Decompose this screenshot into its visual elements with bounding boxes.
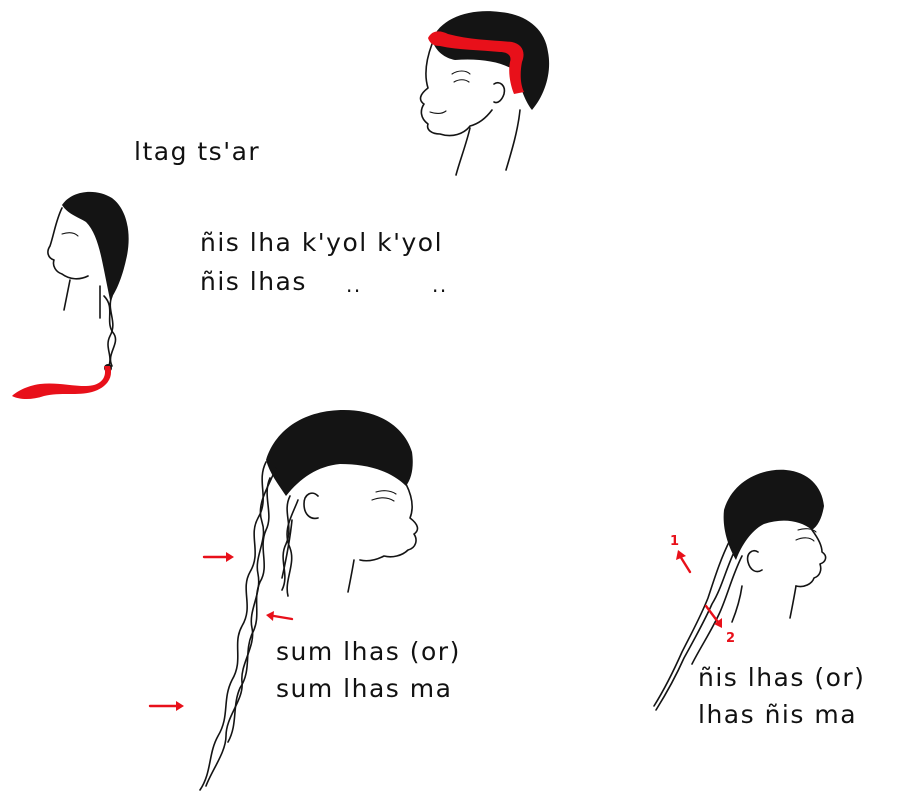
red-arrow-icon: 1 xyxy=(670,534,690,572)
svg-text:1: 1 xyxy=(670,534,679,549)
svg-text:2: 2 xyxy=(726,631,735,646)
